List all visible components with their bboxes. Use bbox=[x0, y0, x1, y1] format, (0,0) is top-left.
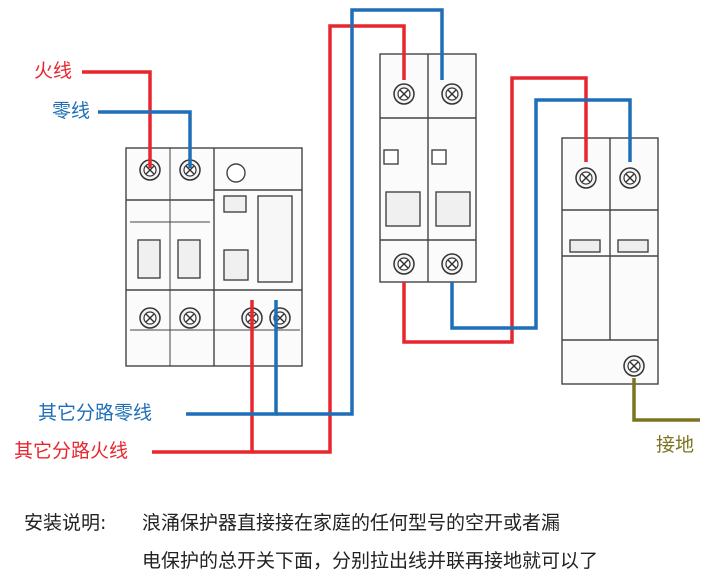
branch-live-label: 其它分路火线 bbox=[14, 440, 129, 462]
live-label: 火线 bbox=[34, 60, 73, 82]
live-wire bbox=[82, 24, 588, 454]
note-line-1: 浪涌保护器直接接在家庭的任何型号的空开或者漏 bbox=[142, 512, 561, 534]
branch-neutral-label: 其它分路零线 bbox=[38, 402, 153, 424]
ground-label: 接地 bbox=[656, 434, 695, 456]
ground-wire bbox=[632, 378, 700, 422]
two-pole-breaker bbox=[379, 53, 477, 283]
neutral-label: 零线 bbox=[52, 100, 91, 122]
note-title: 安装说明: bbox=[24, 512, 107, 534]
note-line-2: 电保护的总开关下面，分别拉出线并联再接地就可以了 bbox=[142, 550, 599, 572]
main-leakage-breaker bbox=[125, 147, 303, 367]
neutral-wire bbox=[98, 8, 632, 416]
